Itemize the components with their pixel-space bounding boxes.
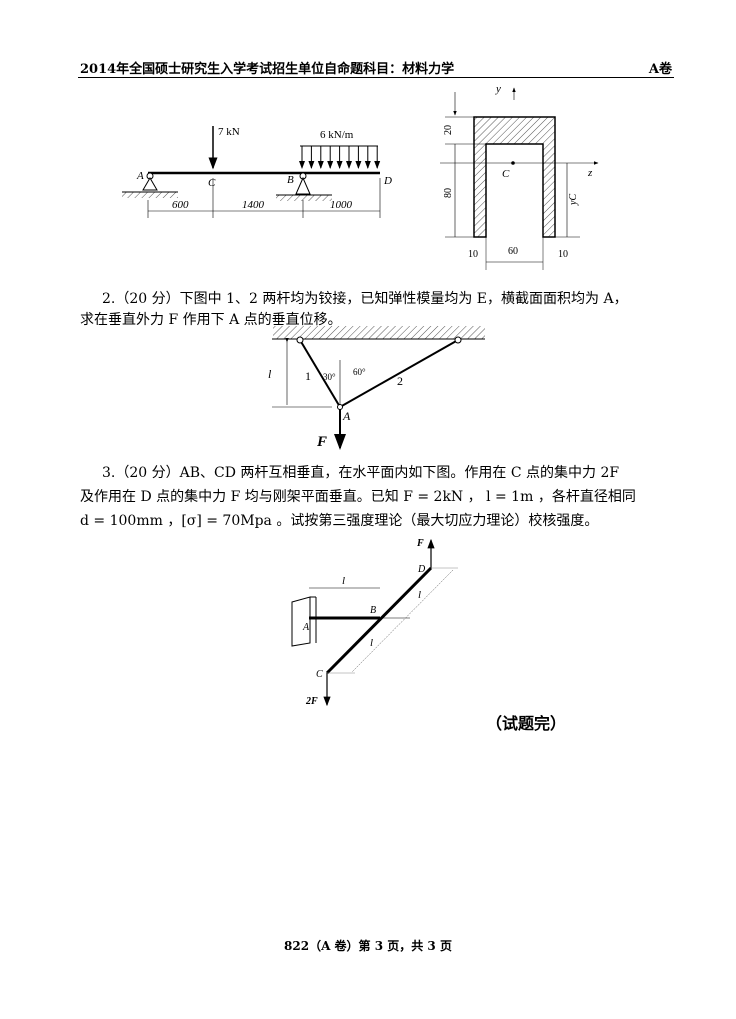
- point-c: C: [316, 669, 323, 680]
- point-d: D: [383, 175, 392, 187]
- header-paper: A卷: [648, 62, 672, 77]
- frame-figure: l l l A B C D F 2F: [291, 538, 458, 707]
- q3-line2: 及作用在 D 点的集中力 F 均与刚架平面垂直。已知 F = 2kN ， l =…: [80, 489, 636, 505]
- dim-600: 600: [172, 199, 189, 211]
- force-label: 7 kN: [218, 126, 240, 138]
- length-ab-label: l: [342, 575, 345, 587]
- angle-30-label: 30°: [323, 372, 336, 382]
- dim-80: 80: [443, 188, 454, 198]
- truss-figure: l 1 2 30° 60° A F: [268, 326, 485, 450]
- length-bc-label: l: [370, 637, 373, 649]
- point-b: B: [287, 174, 294, 186]
- point-a-label: A: [342, 409, 351, 423]
- force-2f-label: 2F: [305, 696, 318, 707]
- dim-10-right: 10: [558, 249, 568, 260]
- end-mark: （试题完）: [486, 714, 567, 733]
- point-a: A: [302, 622, 310, 633]
- y-axis-label: y: [495, 83, 501, 95]
- dim-10-left: 10: [468, 249, 478, 260]
- dim-20: 20: [443, 125, 454, 135]
- q2-line2: 求在垂直外力 F 作用下 A 点的垂直位移。: [80, 312, 342, 328]
- dim-1000: 1000: [330, 199, 353, 211]
- header-title: 2014年全国硕士研究生入学考试招生单位自命题科目：材料力学: [80, 62, 455, 77]
- point-c: C: [208, 177, 216, 189]
- channel-section-figure: y z C yC 20 80 10 60 10: [440, 83, 599, 270]
- force-f-label: F: [416, 538, 424, 549]
- bar-1-label: 1: [305, 369, 311, 383]
- point-b: B: [370, 605, 376, 616]
- point-a: A: [136, 170, 144, 182]
- dim-60: 60: [508, 246, 518, 257]
- centroid-label: C: [502, 168, 510, 180]
- angle-60-label: 60°: [353, 367, 366, 377]
- q2-line1: 2.（20 分）下图中 1、2 两杆均为铰接，已知弹性模量均为 E，横截面面积均…: [102, 291, 628, 307]
- point-d: D: [417, 564, 426, 575]
- force-f-label: F: [316, 434, 327, 450]
- bar-2-label: 2: [397, 374, 403, 388]
- z-axis-label: z: [587, 167, 593, 179]
- yc-label: yC: [568, 194, 579, 206]
- length-bd-label: l: [418, 589, 421, 601]
- page-footer: 822（A 卷）第 3 页，共 3 页: [284, 939, 452, 953]
- length-label: l: [268, 367, 272, 381]
- q3-line3: d = 100mm ，[σ] = 70Mpa 。试按第三强度理论（最大切应力理论…: [80, 513, 599, 529]
- dim-1400: 1400: [242, 199, 265, 211]
- q3-line1: 3.（20 分）AB、CD 两杆互相垂直，在水平面内如下图。作用在 C 点的集中…: [102, 465, 620, 481]
- header-rule: [78, 77, 674, 78]
- beam-figure: 7 kN 6 kN/m A C B D 600 1400 1000: [122, 126, 392, 218]
- load-label: 6 kN/m: [320, 129, 354, 141]
